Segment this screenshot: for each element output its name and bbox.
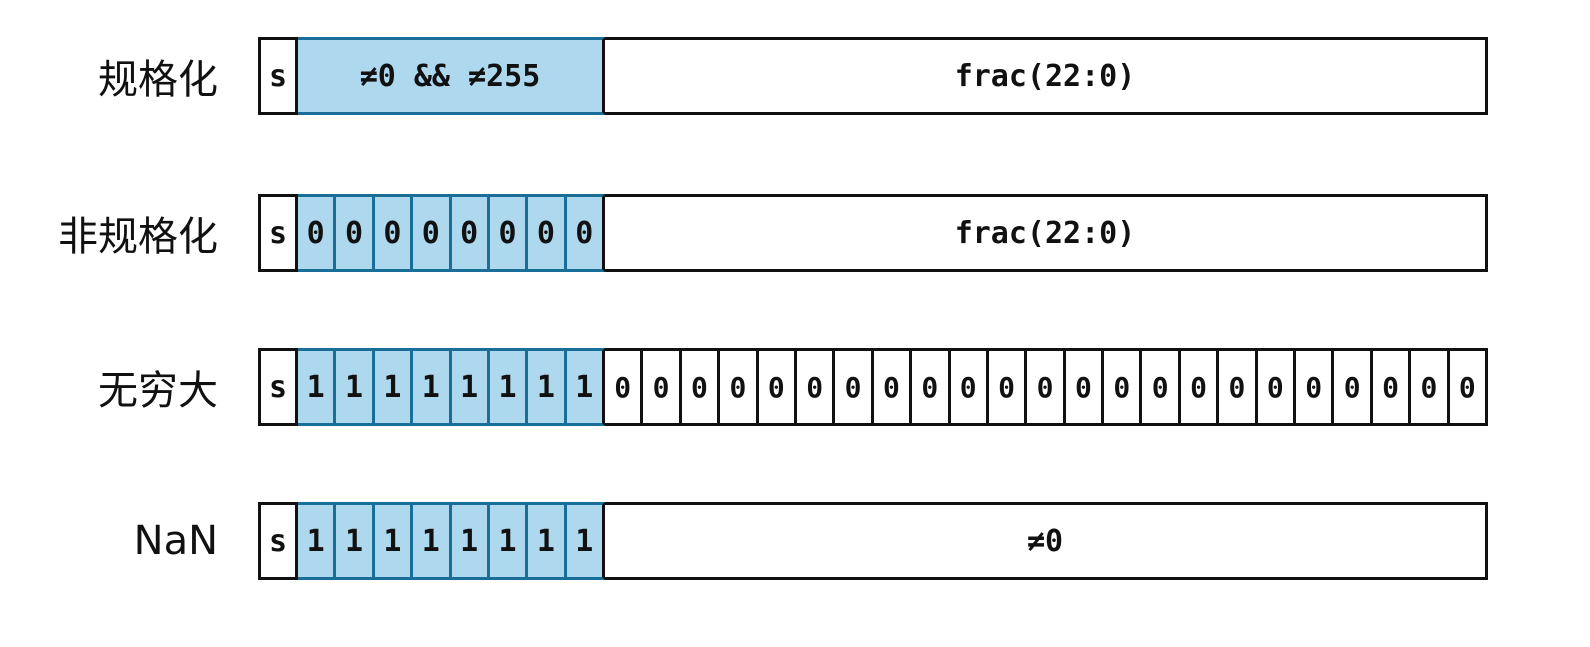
fraction-field: ≠0 [605,502,1488,580]
sign-bit: s [258,502,298,580]
exponent-bit: 1 [451,348,490,426]
sign-bit: s [258,194,298,272]
fraction-bit: 0 [873,348,913,426]
fraction-bit: 0 [988,348,1028,426]
fraction-bit: 0 [720,348,759,426]
exponent-bit: 1 [489,502,529,580]
fraction-bit: 0 [1257,348,1297,426]
fraction-field: frac(22:0) [605,194,1488,272]
exponent-bit: 0 [566,194,605,272]
fraction-bit: 0 [1411,348,1450,426]
fraction-bit: 0 [1104,348,1143,426]
fraction-bit: 0 [912,348,951,426]
exponent-bit: 0 [489,194,529,272]
exponent-bit: 0 [298,194,337,272]
fraction-bit: 0 [1449,348,1488,426]
exponent-bit: 1 [528,348,567,426]
fraction-bit: 0 [1296,348,1335,426]
exponent-bit: 0 [528,194,567,272]
exponent-bit: 1 [336,348,375,426]
exponent-bit: 1 [413,348,452,426]
fraction-bit: 0 [758,348,797,426]
fraction-bit: 0 [605,348,644,426]
row-label-nan: NaN [133,518,218,564]
exponent-bit: 0 [451,194,490,272]
fraction-bit: 0 [835,348,874,426]
sign-bit: s [258,348,298,426]
exponent-bit: 1 [528,502,567,580]
fraction-bit: 0 [1065,348,1105,426]
fraction-bit: 0 [796,348,836,426]
fraction-bit: 0 [643,348,682,426]
fraction-bit: 0 [1027,348,1066,426]
fraction-bit: 0 [1180,348,1220,426]
exponent-bit: 1 [374,502,414,580]
exponent-bit: 0 [336,194,375,272]
exponent-bit: 1 [298,502,337,580]
exponent-bit: 1 [374,348,414,426]
fraction-bit: 0 [1334,348,1373,426]
exponent-bit: 1 [298,348,337,426]
exponent-bit: 1 [566,348,605,426]
exponent-bit: 1 [566,502,605,580]
fraction-bit: 0 [1372,348,1412,426]
exponent-bit: 1 [451,502,490,580]
sign-bit: s [258,37,298,115]
exponent-field: ≠0 && ≠255 [298,37,605,115]
fraction-bit: 0 [1219,348,1258,426]
row-label-infinity: 无穷大 [98,368,218,414]
exponent-bit: 0 [374,194,414,272]
exponent-bit: 1 [413,502,452,580]
exponent-bit: 1 [336,502,375,580]
fraction-bit: 0 [681,348,721,426]
row-label-normalized: 规格化 [98,57,218,103]
exponent-bit: 0 [413,194,452,272]
fraction-field: frac(22:0) [605,37,1488,115]
exponent-bit: 1 [489,348,529,426]
fraction-bit: 0 [1142,348,1181,426]
row-label-denormalized: 非规格化 [58,214,218,260]
fraction-bit: 0 [950,348,989,426]
